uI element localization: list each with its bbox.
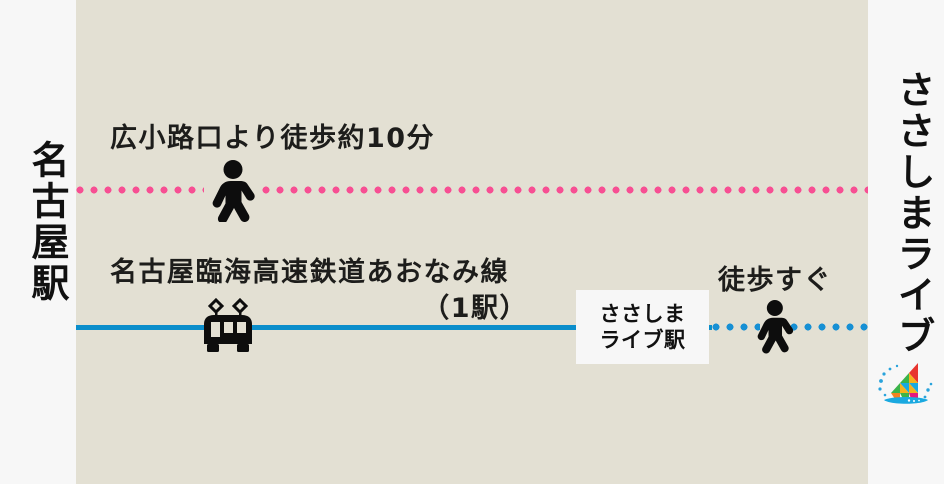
walking-route-line-left [76,186,204,194]
station-name-box: ささしま ライブ駅 [576,290,709,364]
walking-route-line-right [262,186,868,194]
right-terminal-label: ささしまライブ [891,70,935,357]
pedestrian-icon [204,160,260,226]
station-name-line-1: ささしま [599,301,686,326]
train-route-caption: 名古屋臨海高速鉄道あおなみ線 [110,257,509,288]
pedestrian-icon [750,300,798,358]
final-walk-line-right [790,323,868,331]
station-name-line-2: ライブ駅 [599,328,686,352]
train-route-line [76,325,712,330]
left-terminal-label: 名古屋駅 [25,140,69,304]
sasashima-live-sailboat-logo [876,360,934,412]
final-walk-caption: 徒歩すぐ [718,265,832,296]
train-icon [196,297,260,358]
final-walk-line-left [712,323,760,331]
route-panel-background [76,0,868,484]
train-route-station-count: （1駅） [422,293,528,324]
walking-route-caption: 広小路口より徒歩約10分 [110,123,436,154]
